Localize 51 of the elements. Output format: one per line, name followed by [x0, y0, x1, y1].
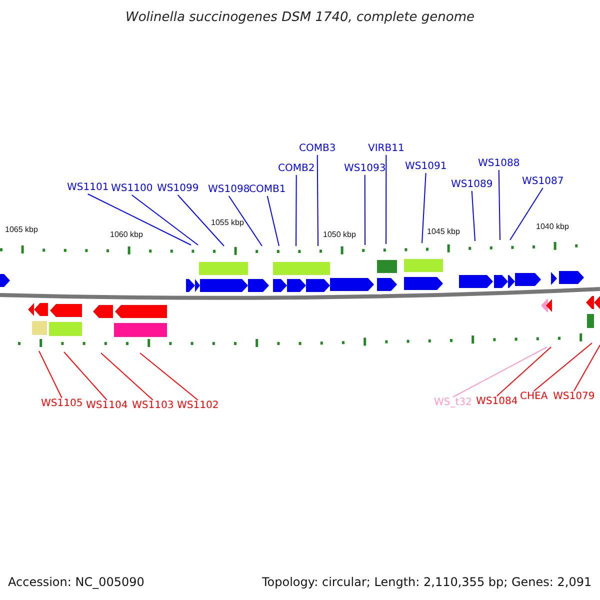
gene-label: WS1089 [451, 180, 493, 190]
gene-label: WS1098 [208, 185, 250, 195]
gene-label: WS1088 [478, 159, 520, 169]
leader-line [573, 344, 600, 392]
gene-label: WS1103 [132, 401, 174, 411]
gene-label: WS1093 [344, 164, 386, 174]
leader-line [131, 194, 198, 246]
gene-label: COMB3 [299, 144, 336, 154]
gene-label: WS1084 [476, 397, 518, 407]
leader-line [266, 196, 280, 246]
leader-line [533, 342, 592, 392]
gene-label: WS_t32 [434, 398, 472, 408]
gene-label: WS1100 [111, 184, 153, 194]
leader-line [498, 170, 500, 240]
gene-label: COMB2 [278, 164, 315, 174]
leader-line [316, 154, 318, 246]
scale-label: 1060 kbp [110, 231, 143, 239]
leader-line [38, 350, 62, 398]
gene-label: WS1105 [41, 399, 83, 409]
leader-line [64, 352, 108, 400]
footer-text: Topology: circular; Length: 2,110,355 bp; Genes: 2,091 [262, 576, 592, 588]
scale-label: 1050 kbp [323, 231, 356, 239]
scale-label: 1045 kbp [427, 228, 460, 236]
scale-label: 1065 kbp [5, 226, 38, 234]
leader-line [510, 188, 544, 240]
gene-label: WS1104 [86, 401, 128, 411]
leader-line [452, 346, 548, 398]
leader-line [386, 154, 387, 244]
leader-line [140, 352, 198, 400]
scale-label: 1040 kbp [536, 223, 569, 231]
leader-line [496, 346, 552, 396]
title: Wolinella succinogenes DSM 1740, complete genome [124, 11, 476, 24]
gene-label: WS1099 [157, 184, 199, 194]
leader-line [471, 190, 476, 242]
leader-line [228, 196, 262, 246]
gene-label: WS1079 [553, 392, 595, 402]
gene-label: VIRB11 [368, 144, 404, 154]
gene-label: CHEA [520, 392, 548, 402]
leader-line [87, 194, 192, 246]
gene-label: WS1087 [522, 177, 564, 187]
scale-label: 1055 kbp [211, 219, 244, 227]
gene-label: COMB1 [249, 185, 286, 195]
footer-text: Accession: NC_005090 [8, 576, 144, 588]
gene-label: WS1101 [67, 183, 109, 193]
leader-line [177, 194, 224, 246]
leader-line [422, 172, 426, 244]
leader-line [100, 352, 154, 400]
leader-line [296, 174, 297, 246]
leader-line [364, 174, 366, 246]
gene-label: WS1091 [405, 162, 447, 172]
gene-label: WS1102 [177, 401, 219, 411]
